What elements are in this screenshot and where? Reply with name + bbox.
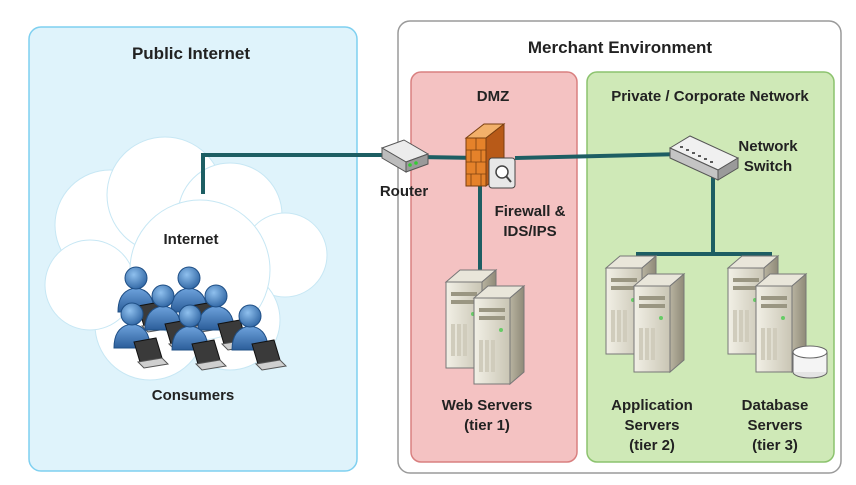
web-servers-label-line1: Web Servers: [441, 397, 533, 414]
merchant-environment-title: Merchant Environment: [527, 38, 713, 57]
database-servers-icon: [727, 255, 828, 379]
consumers-label: Consumers: [151, 387, 235, 404]
firewall-icon: [464, 122, 516, 189]
web-servers-label-line2: (tier 1): [464, 417, 510, 434]
network-switch-label-line1: Network: [738, 138, 798, 155]
network-switch-label-line2: Switch: [743, 158, 793, 175]
internet-label: Internet: [163, 231, 219, 248]
firewall-label-line2: IDS/IPS: [503, 223, 557, 240]
network-switch-icon: [668, 135, 740, 181]
application-servers-label-line3: (tier 2): [629, 437, 675, 454]
database-disk-icon: [792, 345, 828, 379]
public-internet-title: Public Internet: [131, 44, 251, 63]
web-servers-icon: [445, 269, 525, 385]
router-icon: [380, 139, 430, 173]
dmz-title: DMZ: [476, 88, 510, 105]
router-label: Router: [379, 183, 429, 200]
firewall-label-line1: Firewall &: [494, 203, 566, 220]
private-network-title: Private / Corporate Network: [611, 88, 809, 105]
application-servers-label-line1: Application: [611, 397, 693, 414]
application-servers-label-line2: Servers: [624, 417, 680, 434]
database-servers-label-line1: Database: [741, 397, 809, 414]
database-servers-label-line3: (tier 3): [752, 437, 798, 454]
database-servers-label-line2: Servers: [747, 417, 803, 434]
